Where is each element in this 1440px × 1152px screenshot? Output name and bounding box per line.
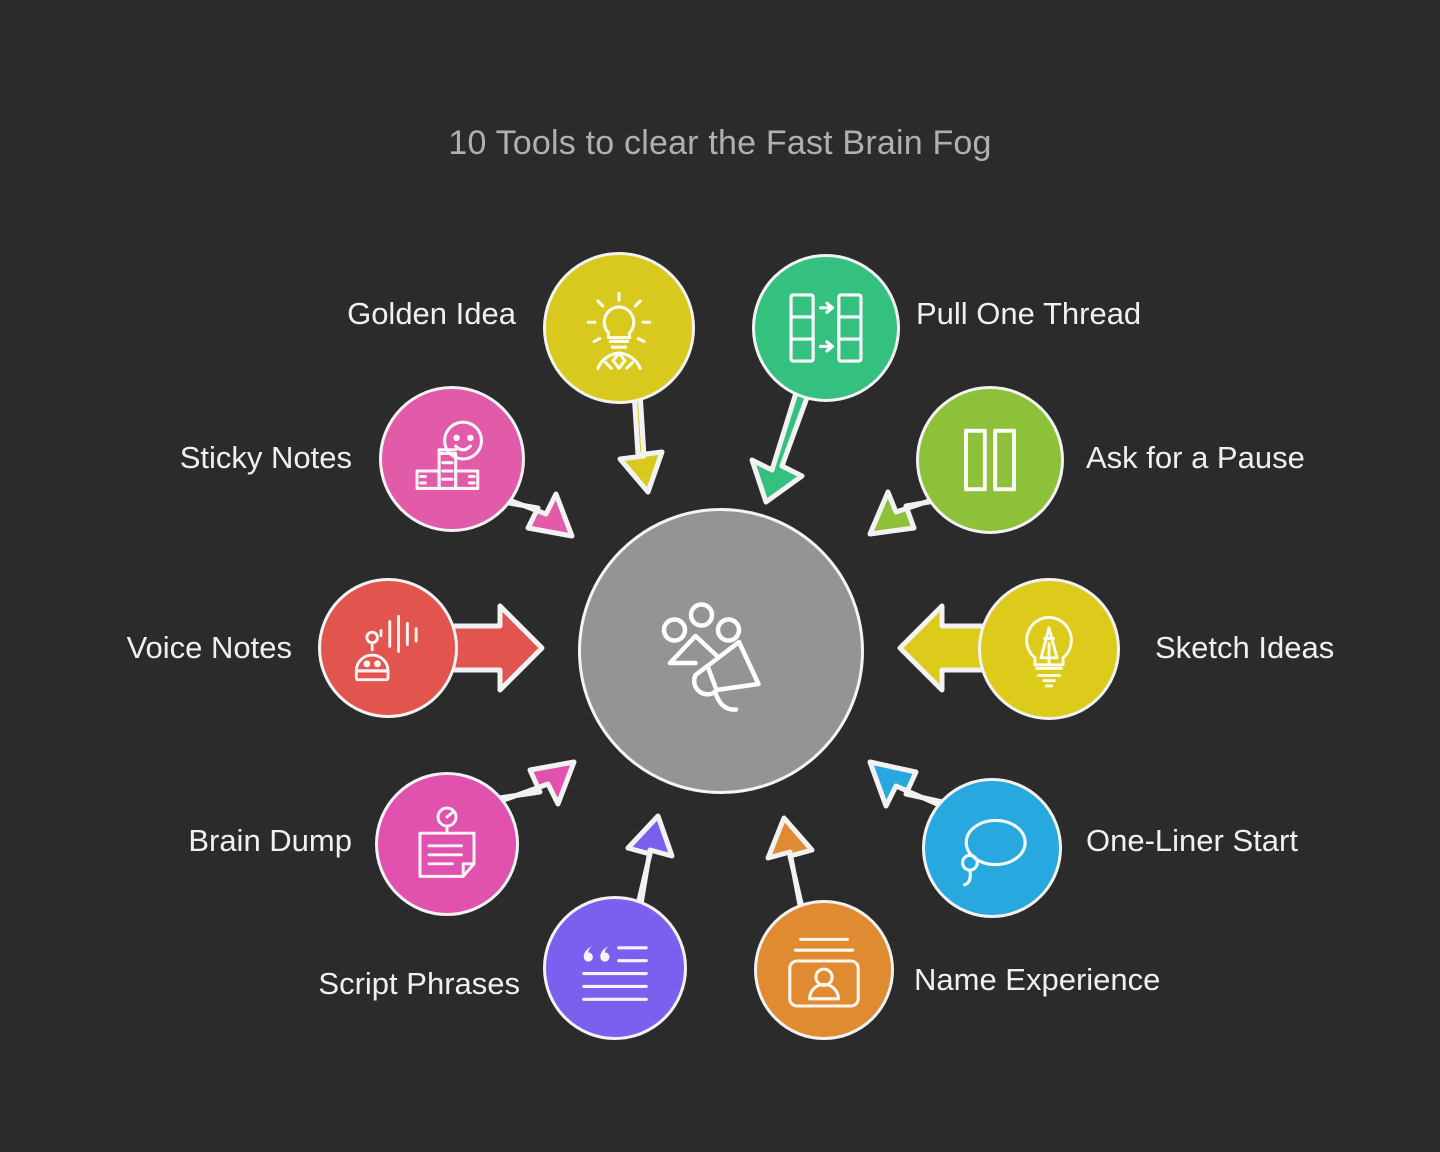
kanban-transfer-icon	[780, 282, 872, 374]
lightbulb-rays-icon	[571, 280, 667, 376]
name-experience-label: Name Experience	[914, 962, 1161, 997]
script-phrases-label: Script Phrases	[318, 966, 520, 1001]
robot-soundwave-icon	[344, 604, 432, 692]
id-card-person-icon	[779, 925, 869, 1015]
script-phrases-bubble[interactable]	[543, 896, 687, 1040]
sticky-notes-label: Sticky Notes	[179, 440, 352, 475]
golden-idea-bubble[interactable]	[543, 252, 695, 404]
brain-dump-bubble[interactable]	[375, 772, 519, 916]
sticky-notes-bubble[interactable]	[379, 386, 525, 532]
sticky-notes-smiley-icon	[406, 413, 498, 505]
voice-notes-bubble[interactable]	[318, 578, 458, 718]
bulb-pencil-icon	[1005, 605, 1093, 693]
voice-notes-label: Voice Notes	[126, 630, 292, 665]
sketch-ideas-label: Sketch Ideas	[1155, 630, 1335, 665]
name-experience-bubble[interactable]	[754, 900, 894, 1040]
pinned-note-icon	[402, 799, 492, 889]
pull-one-thread-bubble[interactable]	[752, 254, 900, 402]
megaphone-dots-icon	[646, 576, 796, 726]
quote-lines-icon	[569, 922, 661, 1014]
ask-for-a-pause-bubble[interactable]	[916, 386, 1064, 534]
lasso-bubble-icon	[946, 802, 1038, 894]
sketch-ideas-bubble[interactable]	[978, 578, 1120, 720]
one-liner-start-bubble[interactable]	[922, 778, 1062, 918]
pause-bars-icon	[947, 417, 1033, 503]
pull-one-thread-label: Pull One Thread	[916, 296, 1142, 331]
golden-idea-label: Golden Idea	[347, 296, 516, 331]
ask-for-a-pause-label: Ask for a Pause	[1086, 440, 1305, 475]
one-liner-start-label: One-Liner Start	[1086, 823, 1298, 858]
center-hub[interactable]	[578, 508, 864, 794]
page-title: 10 Tools to clear the Fast Brain Fog	[448, 124, 992, 162]
brain-dump-label: Brain Dump	[188, 823, 352, 858]
